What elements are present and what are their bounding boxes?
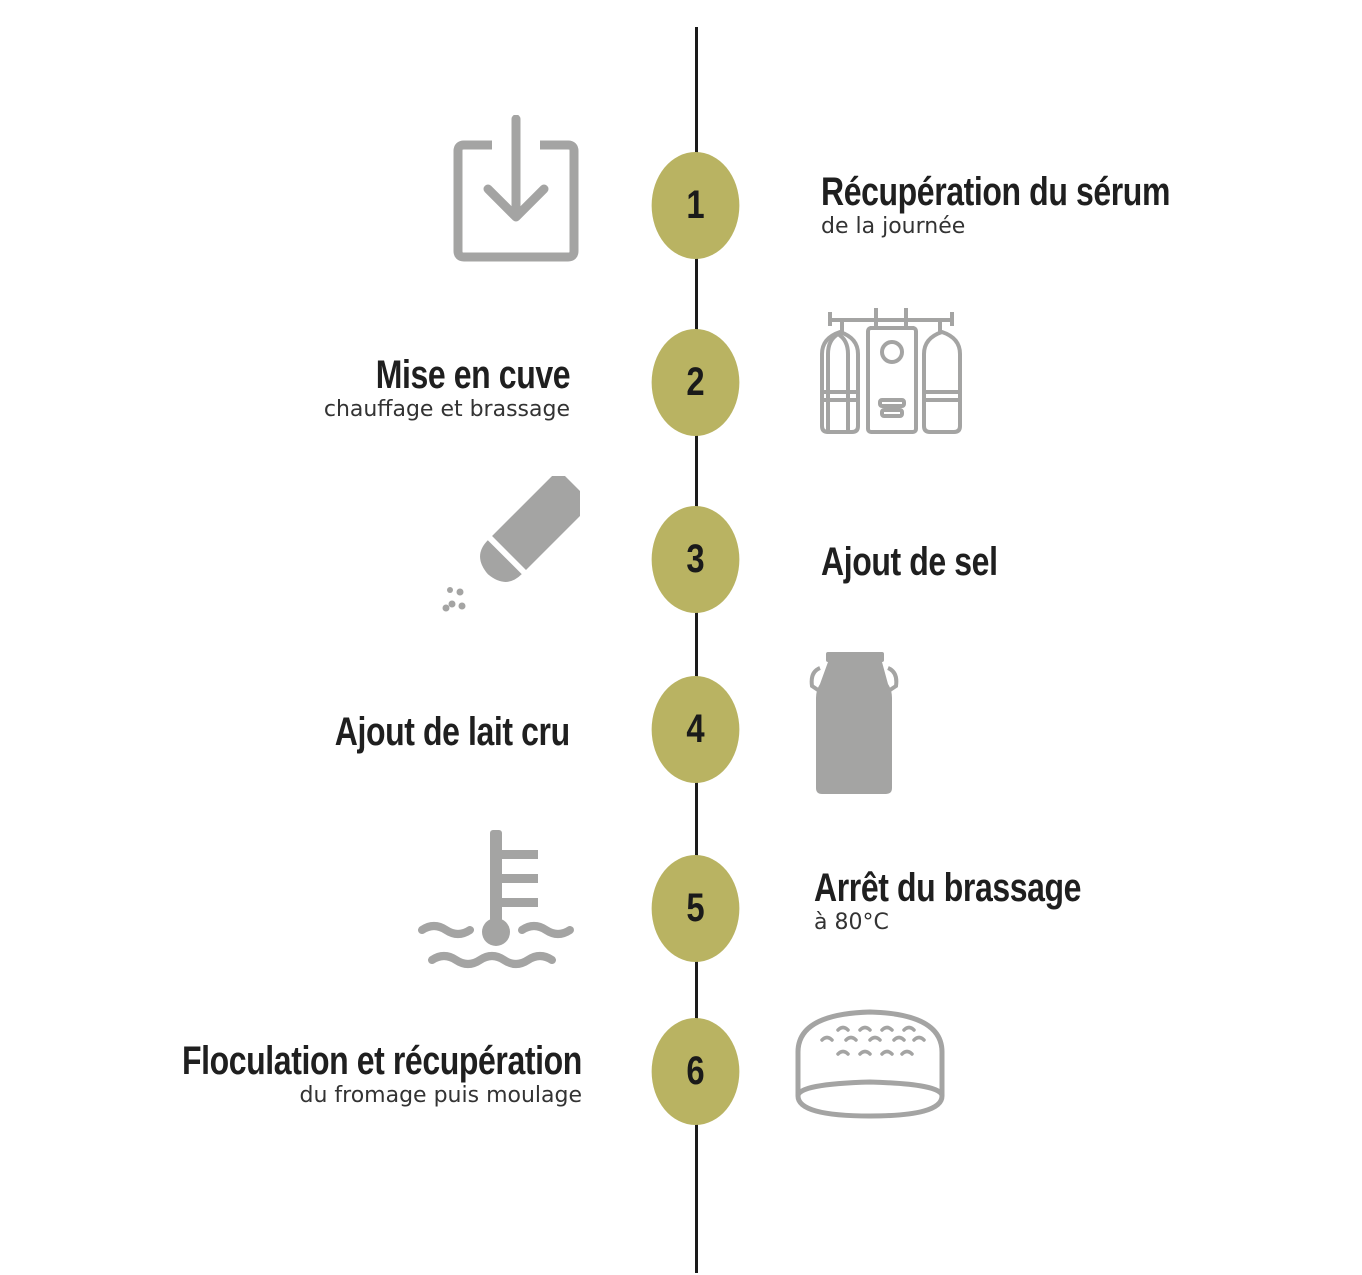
- step-3-title: Ajout de sel: [821, 540, 998, 584]
- step-1-title: Récupération du sérum: [821, 170, 1171, 214]
- step-4-label: Ajout de lait cru: [276, 710, 570, 754]
- step-2-label: Mise en cuve chauffage et brassage: [323, 353, 571, 423]
- step-6-subtitle: du fromage puis moulage: [299, 1083, 582, 1108]
- download-tray-icon: [452, 115, 580, 265]
- step-3-label: Ajout de sel: [821, 540, 1042, 584]
- step-5-circle: 5: [651, 855, 740, 962]
- step-1-subtitle: de la journée: [821, 214, 966, 239]
- step-6-number: 6: [686, 1049, 705, 1093]
- step-5-subtitle: à 80°C: [814, 910, 889, 935]
- step-1-circle: 1: [651, 152, 740, 259]
- step-2-number: 2: [686, 360, 705, 404]
- step-4-number: 4: [686, 707, 705, 751]
- salt-shaker-icon: [436, 476, 580, 616]
- cheese-wheel-icon: [790, 1008, 950, 1122]
- step-2-circle: 2: [651, 329, 740, 436]
- step-6-title: Floculation et récupération: [182, 1039, 582, 1083]
- step-2-title: Mise en cuve: [375, 353, 571, 397]
- step-4-title: Ajout de lait cru: [335, 710, 570, 754]
- step-6-circle: 6: [651, 1018, 740, 1125]
- step-5-title: Arrêt du brassage: [814, 866, 1082, 910]
- step-3-number: 3: [686, 537, 705, 581]
- step-2-subtitle: chauffage et brassage: [323, 397, 570, 422]
- temperature-liquid-icon: [418, 830, 576, 970]
- step-4-circle: 4: [651, 676, 740, 783]
- step-3-circle: 3: [651, 506, 740, 613]
- step-1-label: Récupération du sérum de la journée: [821, 170, 1257, 240]
- timeline-line: [695, 27, 698, 1273]
- step-6-label: Floculation et récupération du fromage p…: [82, 1039, 582, 1109]
- step-5-number: 5: [686, 886, 705, 930]
- step-5-label: Arrêt du brassage à 80°C: [814, 866, 1148, 936]
- milk-can-icon: [808, 652, 900, 796]
- step-1-number: 1: [686, 183, 705, 227]
- vats-tanks-icon: [818, 306, 966, 436]
